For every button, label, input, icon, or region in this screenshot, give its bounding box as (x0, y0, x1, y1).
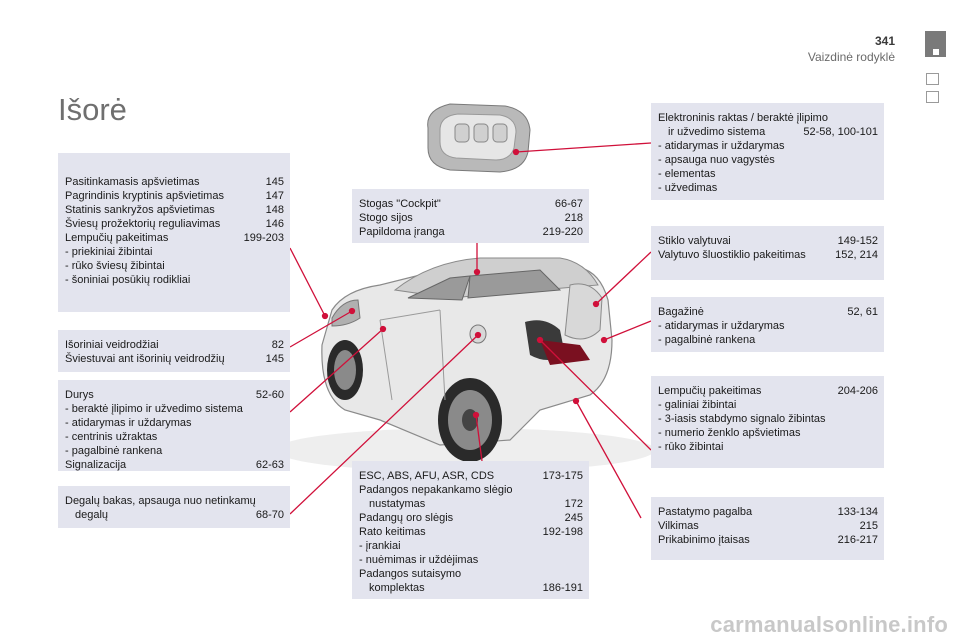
index-line: Padangos nepakankamo slėgio (359, 484, 513, 496)
fuel-box: Degalų bakas, apsauga nuo netinkamų dega… (58, 486, 290, 528)
car-body-image (275, 257, 655, 472)
key-fob-image (427, 103, 531, 173)
list-item: - atidarymas ir uždarymas (658, 320, 785, 332)
list-item: - užvedimas (658, 182, 718, 194)
list-item: - 3-iasis stabdymo signalo žibintas (658, 413, 826, 425)
page-number: 341 (874, 34, 895, 48)
list-item: - pagalbinė rankena (65, 445, 163, 457)
list-item: - beraktė įlipimo ir užvedimo sistema (65, 403, 243, 415)
page-title: Išorė (58, 92, 127, 127)
list-item: - atidarymas ir uždarymas (65, 417, 192, 429)
list-item: - elementas (658, 168, 716, 180)
list-item: - galiniai žibintai (658, 399, 737, 411)
tab-marker (933, 49, 939, 55)
list-item: - įrankiai (359, 540, 401, 552)
index-row: Stogas "Cockpit"66-67 (359, 198, 583, 210)
list-item: - rūko šviesų žibintai (65, 260, 165, 272)
watermark-text: carmanualsonline.info (710, 612, 948, 637)
list-item: - pagalbinė rankena (658, 334, 756, 346)
index-line: Padangos sutaisymo (359, 568, 462, 580)
callout-lines (289, 142, 652, 519)
list-item: - nuėmimas ir uždėjimas (359, 554, 479, 566)
index-line: Degalų bakas, apsauga nuo netinkamų (65, 495, 256, 507)
list-item: - numerio ženklo apšvietimas (658, 427, 801, 439)
chapter-box[interactable] (926, 91, 939, 103)
index-line: Elektroninis raktas / beraktė įlipimo (658, 112, 828, 124)
list-item: - apsauga nuo vagystės (658, 154, 775, 166)
section-title: Vaizdinė rodyklė (807, 50, 895, 64)
key-box: Elektroninis raktas / beraktė įlipimo ir… (651, 103, 884, 200)
list-item: - atidarymas ir uždarymas (658, 140, 785, 152)
chapter-tab[interactable] (925, 31, 946, 57)
list-item: - šoniniai posūkių rodikliai (65, 274, 191, 286)
list-item: - rūko žibintai (658, 441, 724, 453)
list-item: - centrinis užraktas (65, 431, 158, 443)
list-item: - priekiniai žibintai (65, 246, 153, 258)
chapter-box[interactable] (926, 73, 939, 85)
